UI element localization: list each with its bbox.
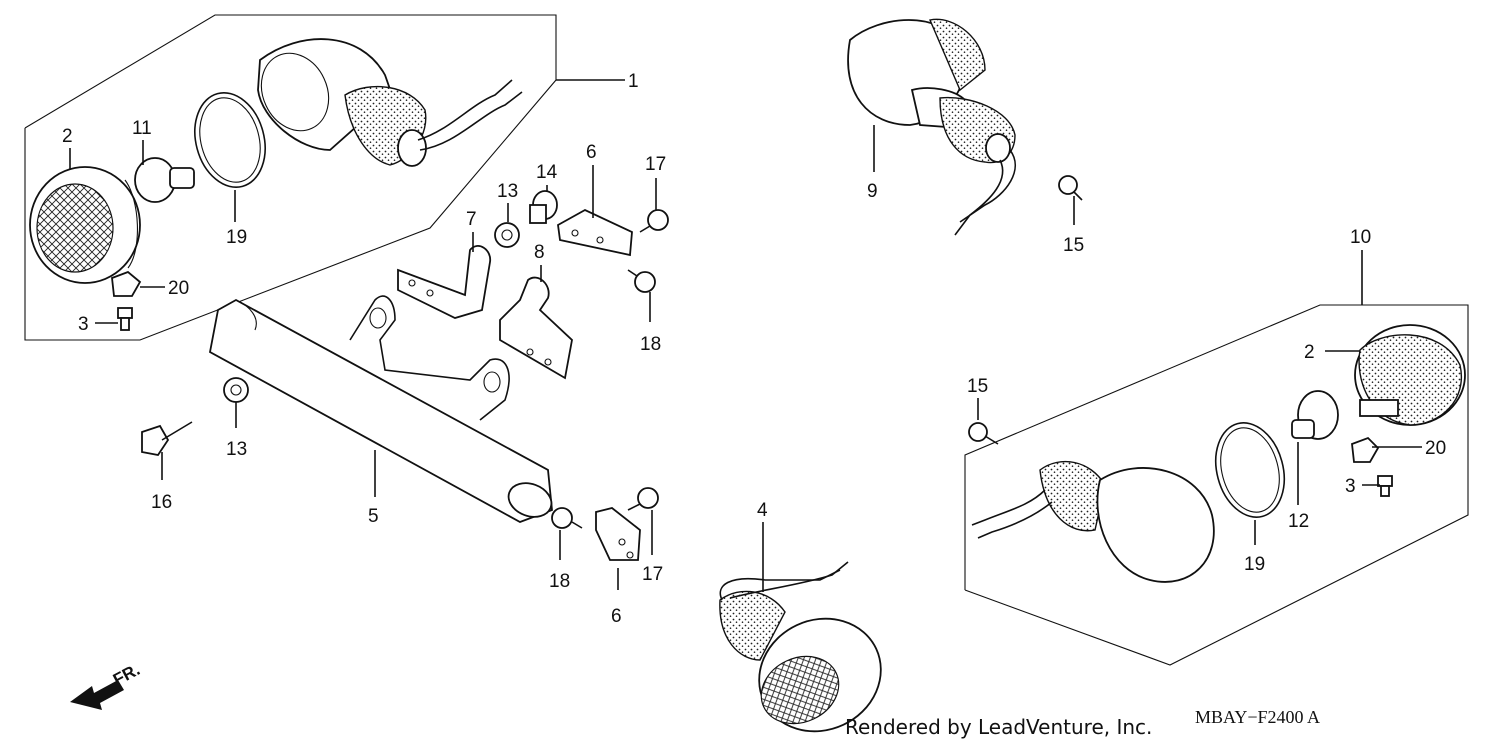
callout-20: 20: [168, 278, 189, 299]
diagram-code: MBAY−F2400 A: [1195, 707, 1320, 727]
callout-20: 20: [1425, 438, 1446, 459]
assembly-1-boundary: [24, 14, 557, 341]
callout-15: 15: [1063, 235, 1084, 256]
screw-17-upper[interactable]: [639, 209, 669, 233]
callout-3: 3: [1345, 476, 1356, 497]
right-lens[interactable]: [1354, 324, 1466, 426]
right-bulb[interactable]: [1291, 390, 1339, 440]
callout-7: 7: [466, 209, 477, 230]
callout-5: 5: [368, 506, 379, 527]
left-front-signal-housing[interactable]: [249, 38, 523, 167]
bracket-6-lower[interactable]: [595, 507, 641, 561]
callout-10: 10: [1350, 227, 1371, 248]
callout-1: 1: [628, 71, 639, 92]
callout-11: 11: [132, 118, 152, 139]
screw-17-lower[interactable]: [627, 487, 659, 511]
callout-13: 13: [226, 439, 247, 460]
bracket-8[interactable]: [499, 276, 573, 380]
callout-6: 6: [586, 142, 597, 163]
screw-15-upper[interactable]: [1058, 175, 1083, 201]
left-lens[interactable]: [29, 166, 141, 284]
callout-19: 19: [1244, 554, 1265, 575]
leader-lines: [69, 79, 1422, 592]
callout-9: 9: [867, 181, 878, 202]
grommet-13-upper[interactable]: [494, 222, 520, 248]
left-clip-nut[interactable]: [111, 270, 142, 297]
callout-3: 3: [78, 314, 89, 335]
bracket-6-upper[interactable]: [557, 208, 633, 257]
callout-6: 6: [611, 606, 622, 627]
collar-14[interactable]: [529, 190, 558, 224]
front-arrow-icon: [70, 680, 124, 710]
credit-text: Rendered by LeadVenture, Inc.: [845, 715, 1152, 739]
left-seal-ring[interactable]: [185, 85, 276, 195]
screw-15-lower[interactable]: [968, 422, 999, 445]
callout-17: 17: [645, 154, 666, 175]
screw-18-lower[interactable]: [551, 507, 583, 529]
callout-15: 15: [967, 376, 988, 397]
callout-19: 19: [226, 227, 247, 248]
bolt-16[interactable]: [141, 421, 193, 456]
callout-18: 18: [640, 334, 661, 355]
front-direction-marker: FR.: [70, 660, 143, 710]
grommet-13-lower[interactable]: [223, 377, 249, 403]
callout-8: 8: [534, 242, 545, 263]
assembly-10-boundary: [964, 304, 1469, 666]
callout-13: 13: [497, 181, 518, 202]
left-screw[interactable]: [117, 307, 133, 331]
callout-16: 16: [151, 492, 172, 513]
callout-17: 17: [642, 564, 663, 585]
right-seal-ring[interactable]: [1206, 415, 1295, 525]
callout-labels: 1 2 11 19 20 3 7 13 14 6 17 8 18 13 16 5…: [62, 71, 1446, 627]
right-clip-nut[interactable]: [1351, 436, 1380, 463]
rear-signal-assembly-4[interactable]: [719, 561, 900, 745]
callout-2: 2: [1304, 342, 1315, 363]
screw-18-upper[interactable]: [627, 269, 656, 293]
callout-14: 14: [536, 162, 558, 183]
callout-2: 2: [62, 126, 73, 147]
right-signal-housing[interactable]: [971, 460, 1215, 583]
bracket-7[interactable]: [397, 245, 491, 319]
callout-12: 12: [1288, 511, 1309, 532]
rear-signal-assembly-9[interactable]: [847, 18, 1016, 236]
signal-mount-bar[interactable]: [208, 295, 556, 523]
right-screw[interactable]: [1377, 475, 1393, 497]
callout-18: 18: [549, 571, 570, 592]
callout-4: 4: [757, 500, 768, 521]
left-bulb[interactable]: [134, 157, 195, 203]
